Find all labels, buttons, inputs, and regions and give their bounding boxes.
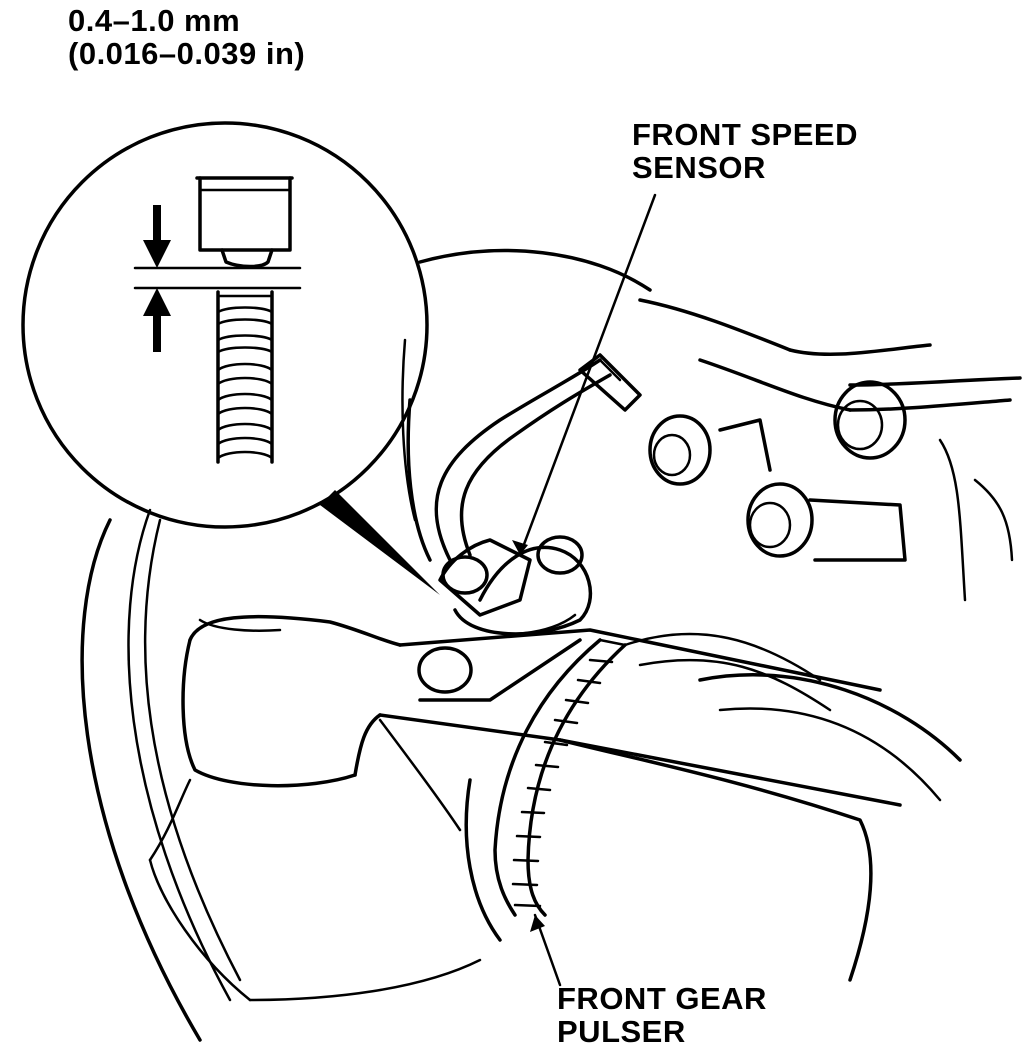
knuckle-lower bbox=[148, 718, 482, 1002]
knuckle-arm bbox=[181, 614, 902, 807]
gap-arrows bbox=[133, 205, 302, 352]
brake-hose bbox=[638, 298, 1022, 602]
front-gear-pulser-label-line1: FRONT GEAR bbox=[557, 981, 767, 1016]
pulser-teeth-detail bbox=[216, 290, 274, 464]
front-speed-sensor bbox=[438, 535, 593, 636]
front-gear-pulser bbox=[464, 632, 832, 942]
gap-spec-label: 0.4–1.0 mm (0.016–0.039 in) bbox=[68, 4, 305, 71]
front-speed-sensor-label: FRONT SPEED SENSOR bbox=[632, 118, 858, 185]
front-speed-sensor-label-line1: FRONT SPEED bbox=[632, 117, 858, 152]
gap-spec-metric: 0.4–1.0 mm bbox=[68, 3, 241, 38]
front-gear-pulser-label-line2: PULSER bbox=[557, 1014, 686, 1050]
pulser-leader bbox=[530, 913, 562, 987]
detail-magnifier bbox=[21, 121, 440, 595]
sensor-tip-detail bbox=[195, 176, 294, 269]
front-gear-pulser-label: FRONT GEAR PULSER bbox=[557, 982, 767, 1049]
driveshaft bbox=[558, 673, 962, 982]
gap-spec-imperial: (0.016–0.039 in) bbox=[68, 36, 306, 72]
caliper-bolts bbox=[648, 380, 907, 562]
wheel-outline bbox=[80, 508, 242, 1042]
sensor-leader bbox=[512, 193, 657, 557]
knuckle-housing bbox=[401, 248, 652, 562]
front-speed-sensor-label-line2: SENSOR bbox=[632, 150, 766, 186]
sensor-wire bbox=[434, 353, 642, 562]
